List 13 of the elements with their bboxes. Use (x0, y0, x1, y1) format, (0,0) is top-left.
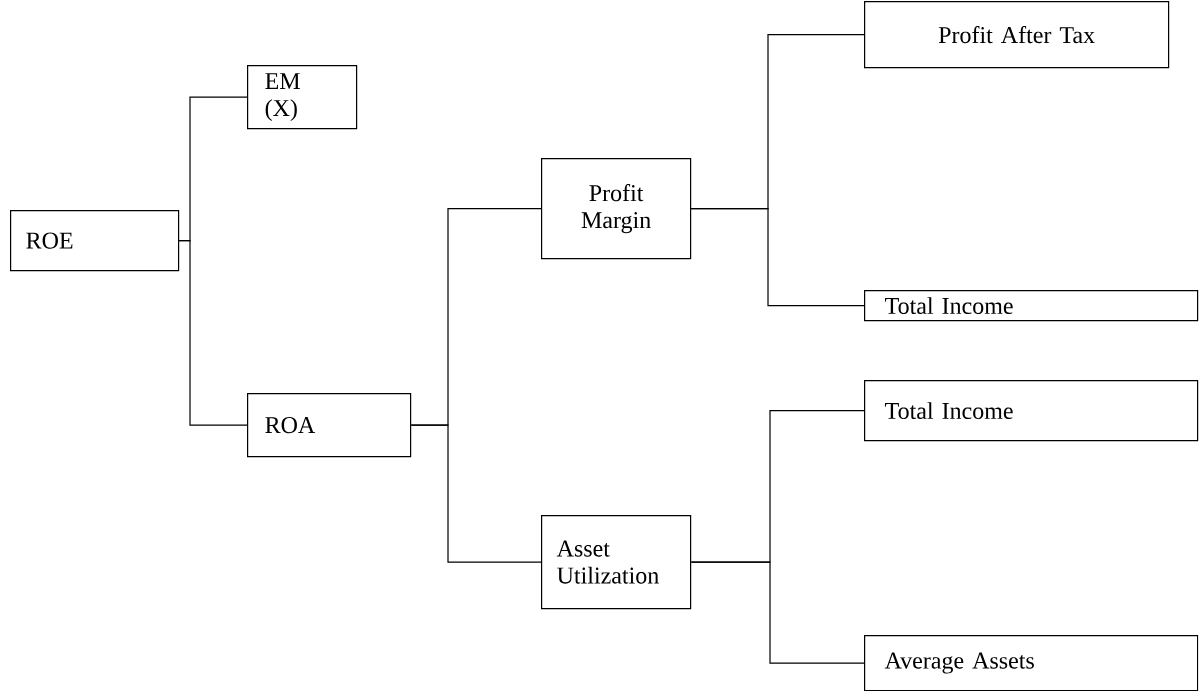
connector-line (690, 561, 865, 664)
box: Average Assets (864, 635, 1199, 691)
box: Total Income (864, 290, 1199, 322)
connector-line (690, 208, 865, 307)
connector-line (410, 424, 542, 563)
connector-line (178, 240, 248, 426)
box: Profit After Tax (864, 1, 1170, 69)
box: Asset Utilization (541, 515, 692, 610)
box: Total Income (864, 380, 1199, 442)
box: ROA (247, 393, 412, 458)
box: ROE (10, 210, 180, 272)
box: EM (X) (247, 65, 358, 130)
box: Profit Margin (541, 158, 692, 260)
